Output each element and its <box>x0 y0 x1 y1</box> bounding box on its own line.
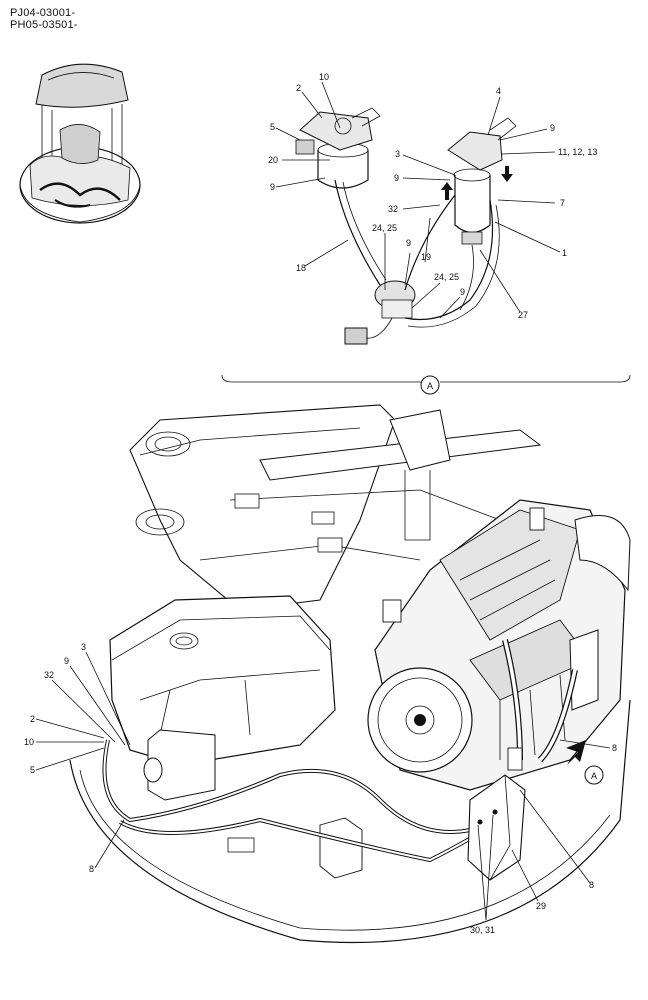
callout-main: 8 <box>612 743 617 753</box>
detail-bracket-right <box>440 374 631 383</box>
fuel-filter-left <box>295 107 381 189</box>
callout-detail: 4 <box>496 86 501 96</box>
callout-detail: 9 <box>270 182 275 192</box>
callout-main: 3 <box>81 642 86 652</box>
view-a-arrow <box>566 740 586 765</box>
view-a-marker-label: A <box>591 771 597 781</box>
callout-detail: 19 <box>421 252 431 262</box>
cab-thumbnail <box>19 63 141 224</box>
engine <box>367 499 631 791</box>
callout-main: 5 <box>30 765 35 775</box>
callout-detail: 27 <box>518 310 528 320</box>
callout-main: 30, 31 <box>470 925 495 935</box>
detail-bracket-left <box>221 374 430 383</box>
fuel-tank <box>109 595 336 801</box>
flow-arrow-down <box>501 166 513 182</box>
callout-detail: 24, 25 <box>372 223 397 233</box>
pump-cover <box>467 747 526 881</box>
detail-view-a: A <box>221 107 631 395</box>
callout-detail: 18 <box>296 263 306 273</box>
callout-detail: 20 <box>268 155 278 165</box>
callout-main: 2 <box>30 714 35 724</box>
callout-detail: 9 <box>394 173 399 183</box>
part-number-range-1: PJ04-03001- <box>10 7 76 19</box>
callout-detail: 9 <box>460 287 465 297</box>
fuel-hoses-main <box>102 639 578 863</box>
upper-frame <box>69 404 631 944</box>
callout-detail: 11, 12, 13 <box>558 147 597 157</box>
main-callouts: 3 9 32 2 10 5 8 8 8 29 30, 31 <box>24 642 617 935</box>
callout-detail: 2 <box>296 83 301 93</box>
callout-detail: 24, 25 <box>434 272 459 282</box>
callout-main: 10 <box>24 737 34 747</box>
view-a-marker-circle <box>584 765 604 785</box>
callout-detail: 9 <box>406 238 411 248</box>
callout-detail: 3 <box>395 149 400 159</box>
callout-detail: 10 <box>319 72 329 82</box>
detail-marker-label: A <box>427 381 433 391</box>
callout-detail: 32 <box>388 204 398 214</box>
fuel-pump <box>344 280 416 345</box>
callout-detail: 5 <box>270 122 275 132</box>
detail-marker-circle <box>420 375 440 395</box>
main-callout-leaders <box>35 651 611 921</box>
callout-detail: 7 <box>560 198 565 208</box>
callout-main: 29 <box>536 901 546 911</box>
flow-arrow-up <box>441 182 453 200</box>
detail-callouts: 10 2 5 20 9 4 9 3 11, 12, 13 9 7 32 24, … <box>268 72 597 320</box>
part-number-range-2: PH05-03501- <box>10 19 78 31</box>
callout-detail: 1 <box>562 248 567 258</box>
callout-main: 8 <box>589 880 594 890</box>
callout-main: 9 <box>64 656 69 666</box>
fuel-filter-right <box>447 117 517 245</box>
callout-main: 8 <box>89 864 94 874</box>
detail-callout-leaders <box>275 81 561 319</box>
fuel-hoses-detail <box>334 179 500 328</box>
callout-main: 32 <box>44 670 54 680</box>
callout-detail: 9 <box>550 123 555 133</box>
